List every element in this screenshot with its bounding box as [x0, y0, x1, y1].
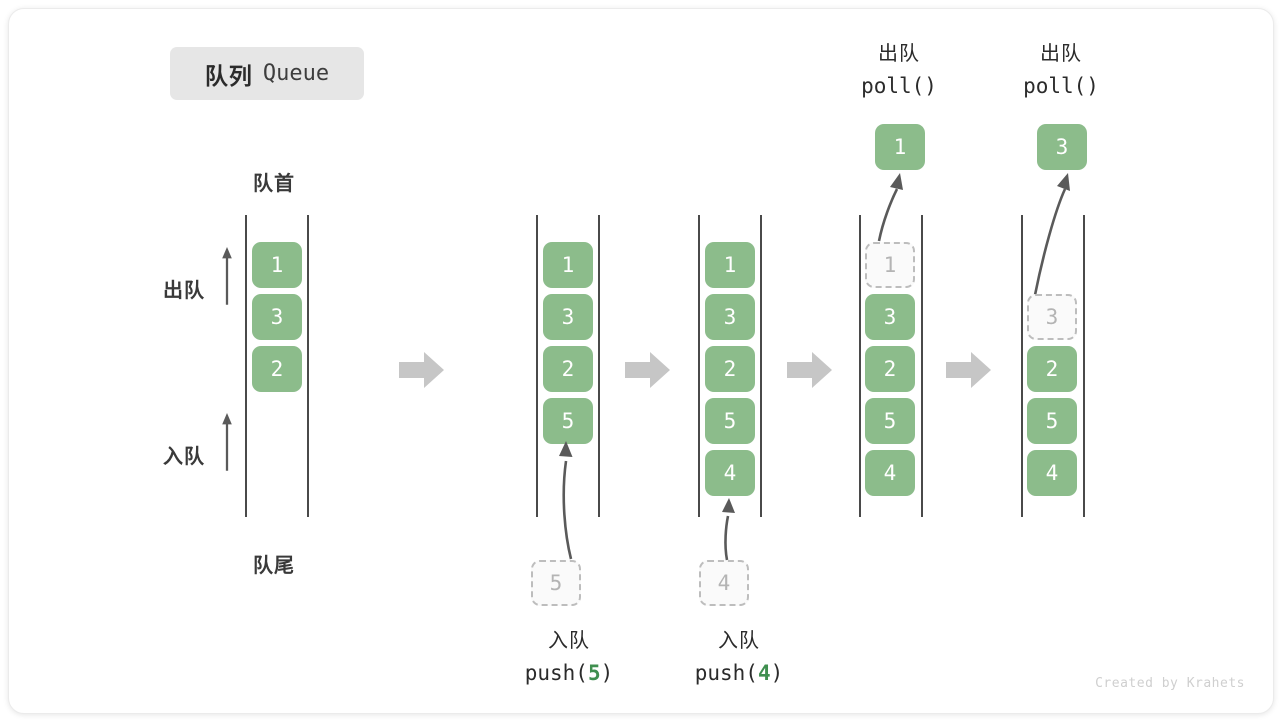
dequeued-element: 3	[1037, 124, 1087, 170]
queue-rail-right	[760, 215, 762, 517]
tail-label: 队尾	[253, 555, 295, 577]
queue-cell: 2	[252, 346, 302, 392]
queue-rail-left	[698, 215, 700, 517]
queue-cell: 3	[865, 294, 915, 340]
push-5-label-code: push(5)	[524, 661, 614, 685]
poll-3-label-cn: 出队	[1040, 43, 1082, 65]
title-chinese: 队列	[204, 62, 253, 89]
poll-1-label: 出队 poll()	[799, 39, 999, 103]
queue-cell: 5	[543, 398, 593, 444]
queue-cell-ghost: 3	[1027, 294, 1077, 340]
poll-1-label-code: poll()	[861, 74, 937, 98]
poll-1-label-cn: 出队	[878, 43, 920, 65]
queue-cell: 3	[543, 294, 593, 340]
queue-cell: 1	[705, 242, 755, 288]
queue-cell: 5	[705, 398, 755, 444]
push-5-label-cn: 入队	[548, 630, 590, 652]
dequeue-motion-arrow-icon	[1033, 173, 1070, 296]
push-4-label-code: push(4)	[694, 661, 784, 685]
diagram-card: 队列 Queue 队首 队尾 出队 入队 1 3 2 1 3 2 5 5	[8, 8, 1274, 714]
queue-cell: 4	[1027, 450, 1077, 496]
step-transition-arrow-icon	[625, 352, 670, 388]
incoming-element-ghost: 4	[699, 560, 749, 606]
queue-rail-right	[1083, 215, 1085, 517]
diagram-title-badge: 队列 Queue	[170, 47, 364, 100]
queue-rail-left	[1021, 215, 1023, 517]
queue-rail-right	[307, 215, 309, 517]
queue-rail-left	[245, 215, 247, 517]
enqueue-motion-arrow-icon	[559, 441, 573, 560]
queue-cell-ghost: 1	[865, 242, 915, 288]
poll-3-label-code: poll()	[1023, 74, 1099, 98]
push-4-label-cn: 入队	[718, 630, 760, 652]
step-transition-arrow-icon	[399, 352, 444, 388]
dequeued-element: 1	[875, 124, 925, 170]
watermark-credit: Created by Krahets	[1095, 676, 1245, 691]
step-transition-arrow-icon	[946, 352, 991, 388]
queue-cell: 1	[252, 242, 302, 288]
queue-cell: 2	[1027, 346, 1077, 392]
queue-cell: 5	[865, 398, 915, 444]
queue-cell: 2	[543, 346, 593, 392]
push-4-label: 入队 push(4)	[629, 626, 849, 690]
queue-rail-left	[536, 215, 538, 517]
enqueue-direction-arrow-icon	[222, 413, 232, 471]
queue-cell: 4	[865, 450, 915, 496]
incoming-element-ghost: 5	[531, 560, 581, 606]
dequeue-direction-label: 出队	[163, 280, 205, 302]
queue-cell: 3	[705, 294, 755, 340]
queue-cell: 2	[865, 346, 915, 392]
dequeue-motion-arrow-icon	[877, 173, 903, 242]
enqueue-direction-label: 入队	[163, 446, 205, 468]
queue-cell: 2	[705, 346, 755, 392]
queue-cell: 1	[543, 242, 593, 288]
enqueue-motion-arrow-icon	[722, 498, 735, 561]
queue-rail-right	[921, 215, 923, 517]
queue-rail-left	[859, 215, 861, 517]
step-transition-arrow-icon	[787, 352, 832, 388]
dequeue-direction-arrow-icon	[222, 247, 232, 305]
queue-cell: 5	[1027, 398, 1077, 444]
head-label: 队首	[253, 173, 295, 195]
queue-rail-right	[598, 215, 600, 517]
push-5-label: 入队 push(5)	[459, 626, 679, 690]
title-english: Queue	[262, 61, 330, 86]
queue-cell: 3	[252, 294, 302, 340]
poll-3-label: 出队 poll()	[961, 39, 1161, 103]
queue-cell: 4	[705, 450, 755, 496]
